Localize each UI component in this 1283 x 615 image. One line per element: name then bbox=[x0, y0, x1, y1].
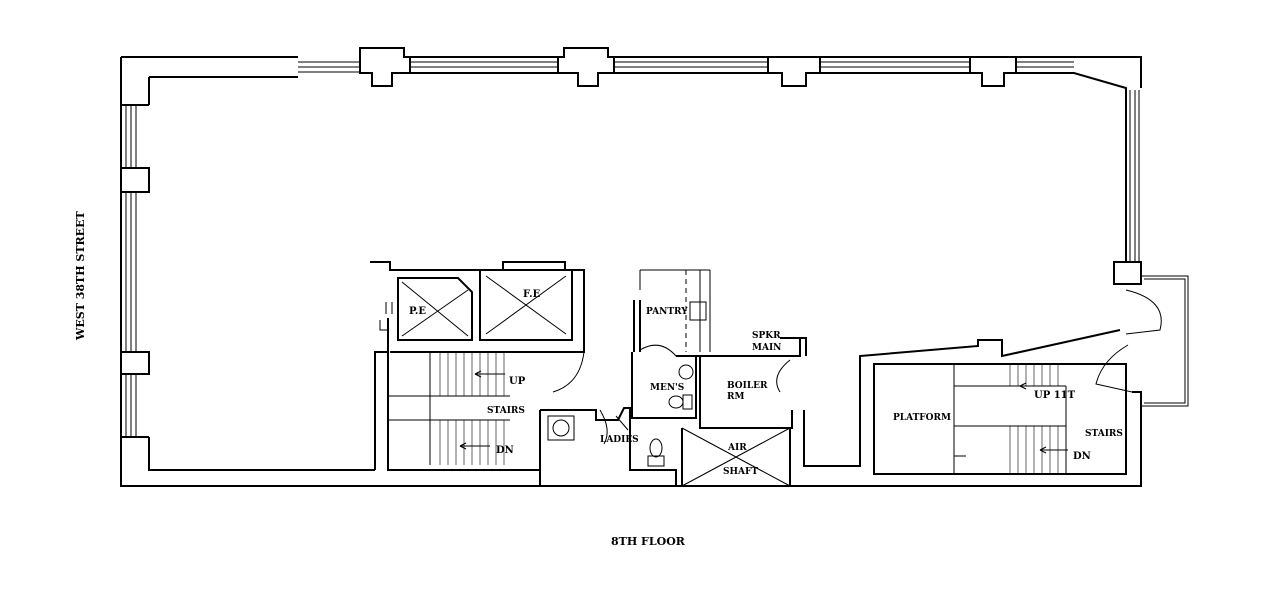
label-pe: P.E bbox=[409, 306, 426, 317]
right-stair-up: UP 11T bbox=[1034, 390, 1076, 401]
left-stair-dn: DN bbox=[496, 445, 514, 456]
label-boiler: BOILER bbox=[727, 381, 768, 391]
label-shaft: SHAFT bbox=[723, 467, 758, 477]
street-label: WEST 38TH STREET bbox=[74, 211, 87, 341]
left-stair-title: STAIRS bbox=[487, 406, 525, 416]
label-boiler-rm: RM bbox=[727, 392, 744, 402]
label-ladies: LADIES bbox=[600, 435, 639, 445]
right-stair-dn: DN bbox=[1073, 451, 1091, 462]
label-spkr: SPKR bbox=[752, 331, 781, 341]
label-air: AIR bbox=[727, 443, 747, 453]
toilet-block bbox=[539, 269, 711, 486]
label-mens: MEN'S bbox=[650, 383, 684, 393]
label-main: MAIN bbox=[752, 343, 781, 353]
label-platform: PLATFORM bbox=[893, 413, 951, 423]
label-pantry: PANTRY bbox=[646, 307, 688, 317]
floor-caption: 8TH FLOOR bbox=[611, 535, 686, 548]
right-stair-platform bbox=[873, 363, 1127, 475]
right-stair-title: STAIRS bbox=[1085, 429, 1123, 439]
label-fe: F.E bbox=[523, 289, 541, 300]
boiler-air bbox=[681, 329, 1121, 487]
left-core bbox=[370, 261, 585, 471]
labels: WEST 38TH STREET P.E F.E PANTRY SPKR MAI… bbox=[74, 211, 1123, 548]
left-stair-up: UP bbox=[509, 376, 526, 387]
exterior-walls bbox=[120, 47, 1189, 487]
